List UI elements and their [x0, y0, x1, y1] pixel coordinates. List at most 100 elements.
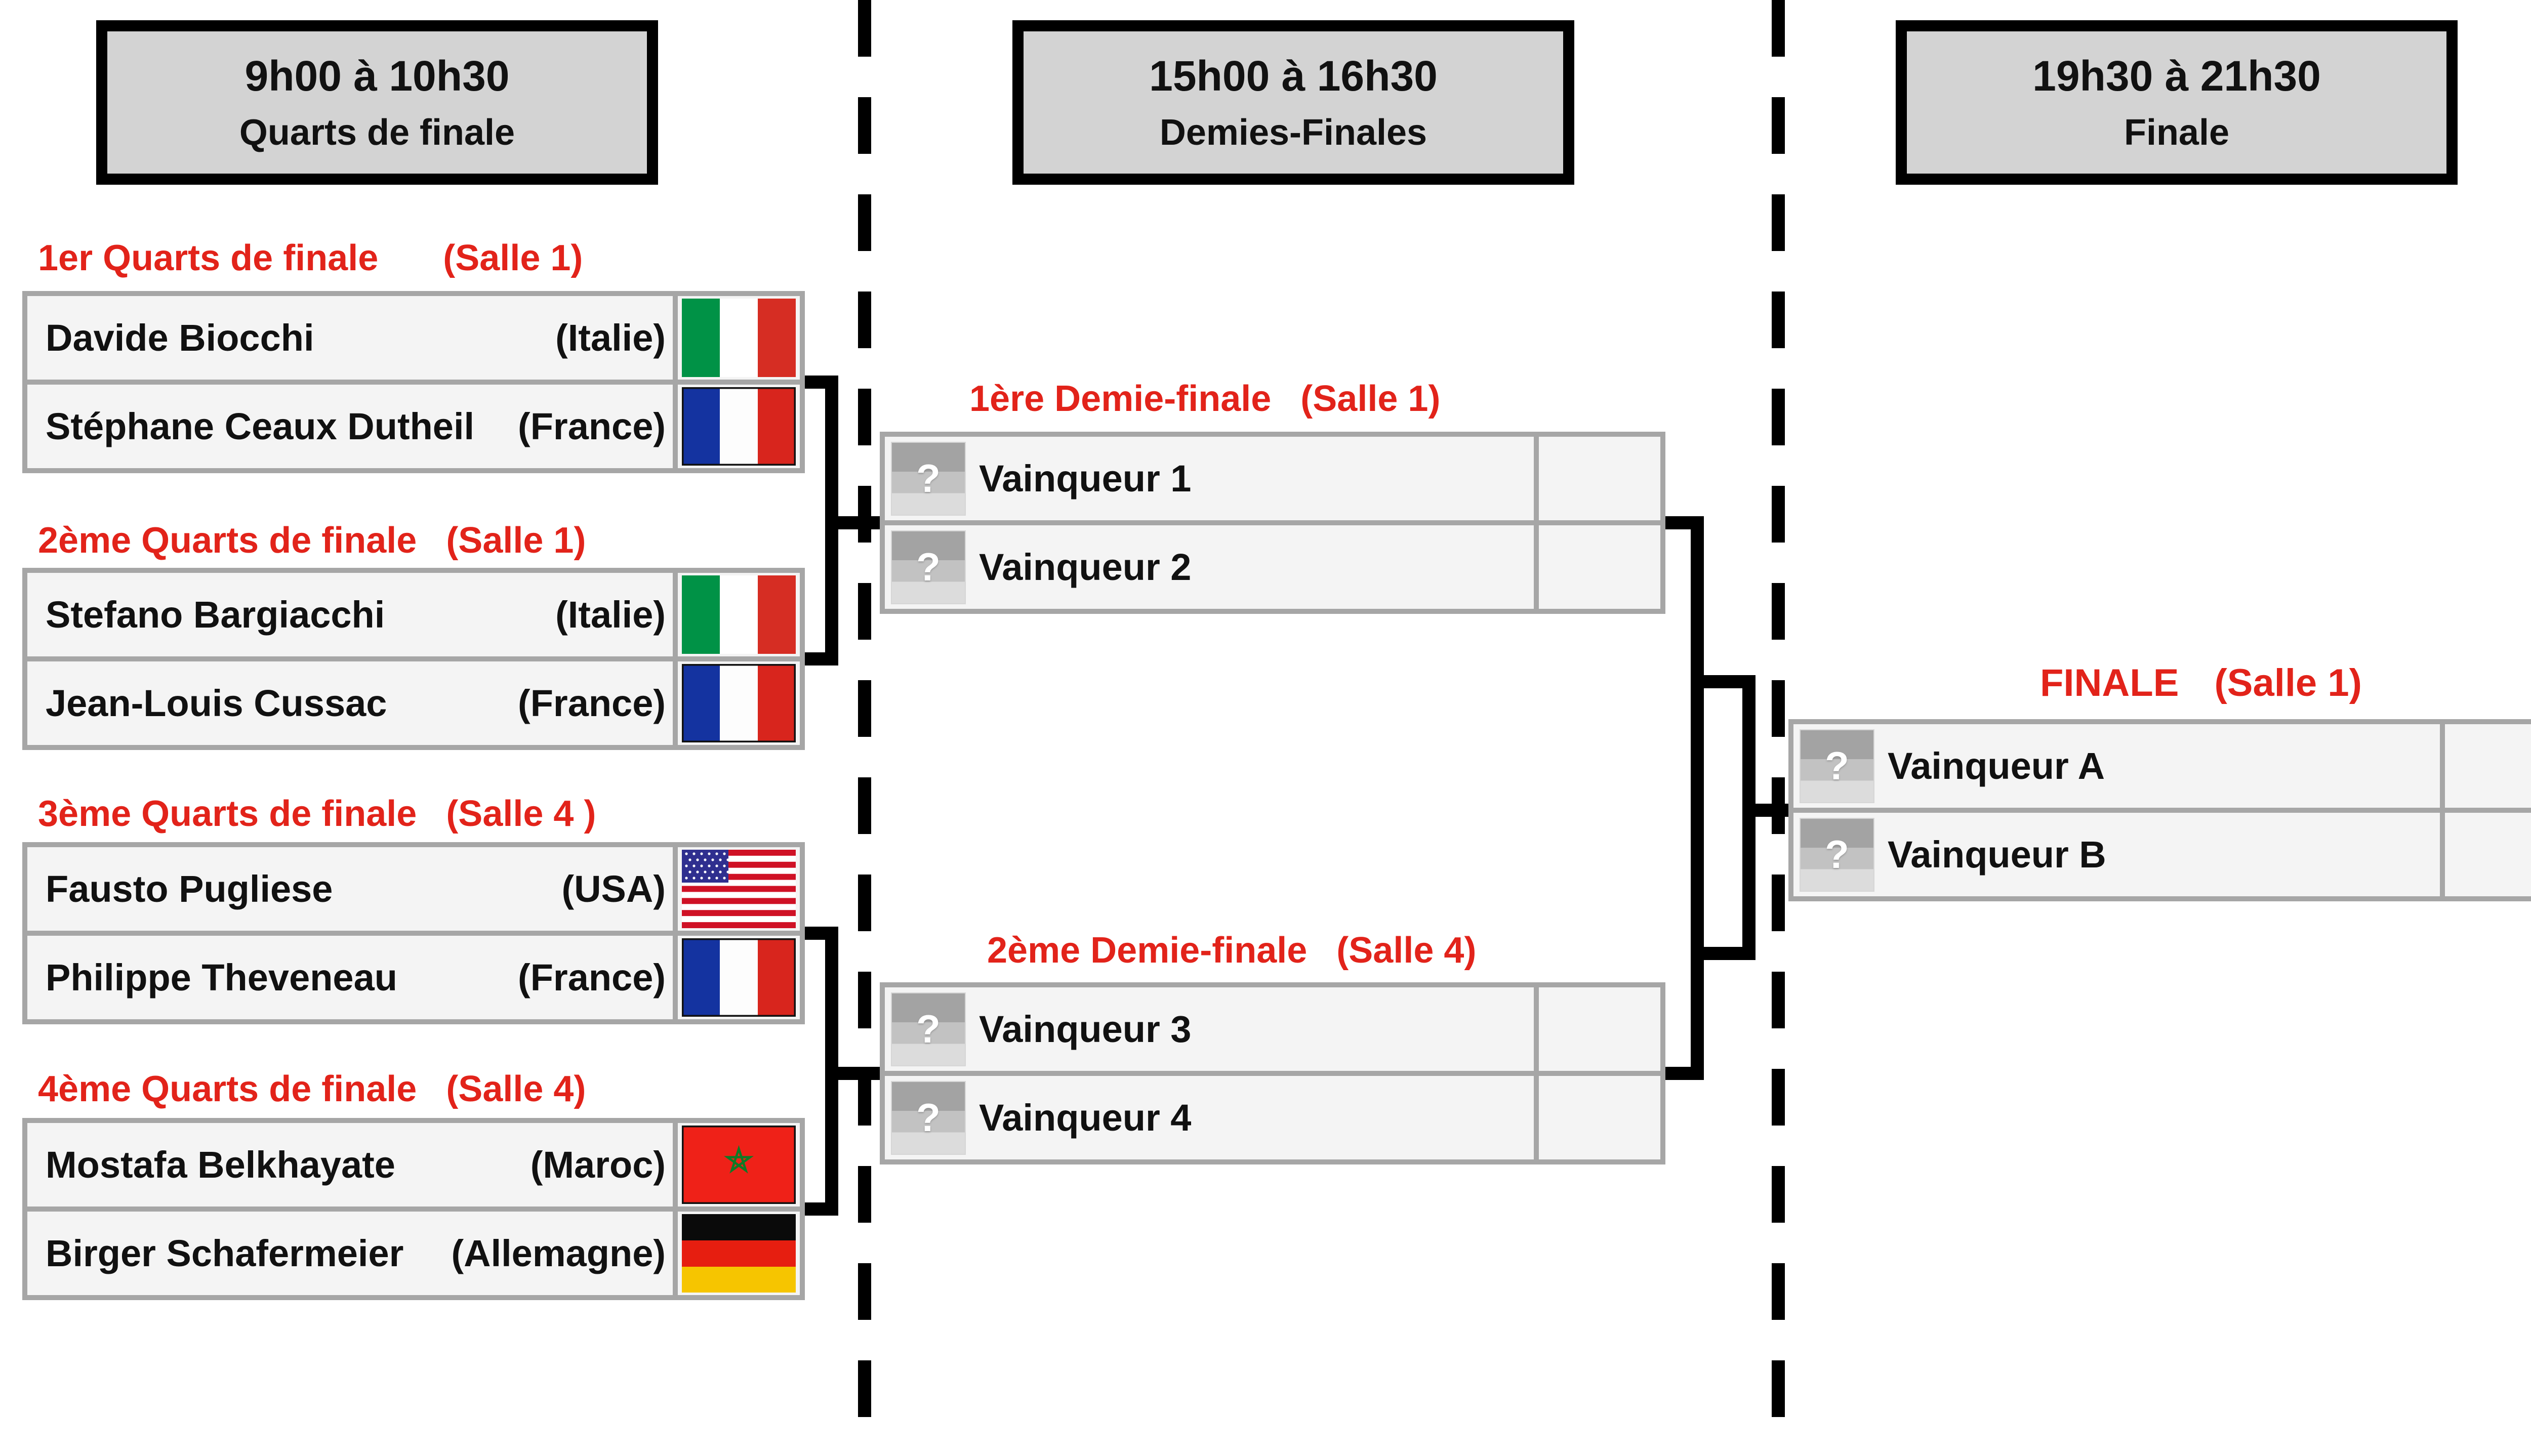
match-label-text: 1ère Demie-finale	[969, 379, 1272, 419]
player-country: (Maroc)	[530, 1144, 666, 1186]
slot-row: ? Vainqueur 2	[885, 525, 1660, 609]
header-title: Quarts de finale	[239, 112, 515, 153]
match-label-salle: (Salle 4)	[1336, 930, 1477, 971]
player-cell: Mostafa Belkhayate (Maroc)	[27, 1123, 673, 1207]
slot-row: ? Vainqueur 1	[885, 437, 1660, 520]
player-row: Stefano Bargiacchi (Italie)	[27, 573, 800, 656]
player-cell: Philippe Theveneau (France)	[27, 936, 673, 1019]
match-label-salle: (Salle 1)	[1300, 379, 1441, 419]
player-name: Davide Biocchi	[46, 317, 314, 359]
player-row: Jean-Louis Cussac (France)	[27, 661, 800, 745]
player-country: (France)	[518, 405, 666, 447]
match-label-quart-1: 1er Quarts de finale (Salle 1)	[38, 238, 583, 278]
header-title: Finale	[2124, 112, 2230, 153]
player-name: Jean-Louis Cussac	[46, 682, 387, 724]
match-label-text: FINALE	[2040, 661, 2179, 704]
column-separator-dashed-line	[858, 0, 871, 1456]
player-country: (USA)	[561, 868, 666, 910]
score-cell	[1534, 1076, 1660, 1159]
morocco-flag-icon	[673, 1123, 800, 1207]
quart-3-match-box: Fausto Pugliese (USA) Philippe Theveneau…	[22, 842, 805, 1024]
slot-cell: ? Vainqueur A	[1793, 724, 2440, 808]
slot-cell: ? Vainqueur 4	[885, 1076, 1534, 1159]
quart-2-match-box: Stefano Bargiacchi (Italie) Jean-Louis C…	[22, 568, 805, 750]
quart-4-match-box: Mostafa Belkhayate (Maroc) Birger Schafe…	[22, 1118, 805, 1300]
slot-cell: ? Vainqueur 3	[885, 987, 1534, 1071]
slot-cell: ? Vainqueur 1	[885, 437, 1534, 520]
score-cell	[2440, 813, 2531, 896]
slot-row: ? Vainqueur B	[1793, 813, 2531, 896]
header-demies-finales: 15h00 à 16h30 Demies-Finales	[1012, 20, 1574, 185]
score-cell	[1534, 987, 1660, 1071]
header-time: 15h00 à 16h30	[1149, 52, 1438, 100]
placeholder-question-icon: ?	[891, 441, 966, 516]
header-time: 19h30 à 21h30	[2032, 52, 2321, 100]
slot-text: Vainqueur 2	[979, 546, 1192, 588]
demi-2-match-box: ? Vainqueur 3 ? Vainqueur 4	[880, 982, 1665, 1164]
bracket-line	[1742, 804, 1788, 817]
france-flag-icon	[673, 936, 800, 1019]
placeholder-question-icon: ?	[891, 1080, 966, 1155]
germany-flag-icon	[673, 1212, 800, 1295]
score-cell	[2440, 724, 2531, 808]
bracket-line	[825, 1067, 880, 1080]
player-cell: Davide Biocchi (Italie)	[27, 296, 673, 380]
player-country: (Italie)	[555, 317, 666, 359]
slot-text: Vainqueur A	[1888, 745, 2105, 787]
usa-flag-icon	[673, 847, 800, 931]
player-country: (France)	[518, 956, 666, 999]
slot-row: ? Vainqueur A	[1793, 724, 2531, 808]
match-label-finale: FINALE (Salle 1)	[2040, 663, 2362, 703]
player-row: Philippe Theveneau (France)	[27, 936, 800, 1019]
slot-text: Vainqueur 4	[979, 1097, 1192, 1139]
placeholder-question-icon: ?	[891, 992, 966, 1066]
player-name: Stéphane Ceaux Dutheil	[46, 405, 475, 447]
match-label-demi-2: 2ème Demie-finale (Salle 4)	[987, 930, 1476, 971]
match-label-salle: (Salle 1)	[443, 238, 583, 278]
bracket-line	[1742, 675, 1756, 960]
placeholder-question-icon: ?	[891, 530, 966, 604]
header-title: Demies-Finales	[1159, 112, 1427, 153]
player-cell: Fausto Pugliese (USA)	[27, 847, 673, 931]
player-row: Davide Biocchi (Italie)	[27, 296, 800, 380]
match-label-salle: (Salle 4 )	[446, 794, 596, 834]
column-separator-dashed-line	[1772, 0, 1785, 1456]
player-cell: Jean-Louis Cussac (France)	[27, 661, 673, 745]
player-name: Philippe Theveneau	[46, 956, 397, 999]
player-cell: Stefano Bargiacchi (Italie)	[27, 573, 673, 656]
player-row: Mostafa Belkhayate (Maroc)	[27, 1123, 800, 1207]
placeholder-question-icon: ?	[1800, 817, 1874, 892]
bracket-line	[1691, 516, 1704, 1080]
demi-1-match-box: ? Vainqueur 1 ? Vainqueur 2	[880, 432, 1665, 614]
italy-flag-icon	[673, 573, 800, 656]
slot-row: ? Vainqueur 3	[885, 987, 1660, 1071]
header-time: 9h00 à 10h30	[244, 52, 510, 100]
player-name: Mostafa Belkhayate	[46, 1144, 395, 1186]
placeholder-question-icon: ?	[1800, 729, 1874, 803]
score-cell	[1534, 525, 1660, 609]
match-label-salle: (Salle 1)	[2214, 661, 2362, 704]
match-label-text: 3ème Quarts de finale	[38, 794, 417, 834]
match-label-salle: (Salle 1)	[446, 520, 586, 561]
score-cell	[1534, 437, 1660, 520]
player-name: Birger Schafermeier	[46, 1232, 404, 1274]
slot-row: ? Vainqueur 4	[885, 1076, 1660, 1159]
match-label-quart-3: 3ème Quarts de finale (Salle 4 )	[38, 794, 596, 834]
match-label-quart-4: 4ème Quarts de finale (Salle 4)	[38, 1069, 586, 1109]
slot-cell: ? Vainqueur B	[1793, 813, 2440, 896]
match-label-quart-2: 2ème Quarts de finale (Salle 1)	[38, 520, 586, 561]
slot-text: Vainqueur B	[1888, 834, 2106, 876]
bracket-line	[825, 516, 880, 529]
player-country: (Italie)	[555, 594, 666, 636]
france-flag-icon	[673, 661, 800, 745]
header-finale: 19h30 à 21h30 Finale	[1896, 20, 2458, 185]
match-label-text: 2ème Quarts de finale	[38, 520, 417, 561]
slot-text: Vainqueur 1	[979, 457, 1192, 500]
player-row: Fausto Pugliese (USA)	[27, 847, 800, 931]
player-country: (France)	[518, 682, 666, 724]
slot-cell: ? Vainqueur 2	[885, 525, 1534, 609]
france-flag-icon	[673, 385, 800, 468]
player-cell: Birger Schafermeier (Allemagne)	[27, 1212, 673, 1295]
header-quarts-de-finale: 9h00 à 10h30 Quarts de finale	[96, 20, 658, 185]
player-country: (Allemagne)	[451, 1232, 666, 1274]
